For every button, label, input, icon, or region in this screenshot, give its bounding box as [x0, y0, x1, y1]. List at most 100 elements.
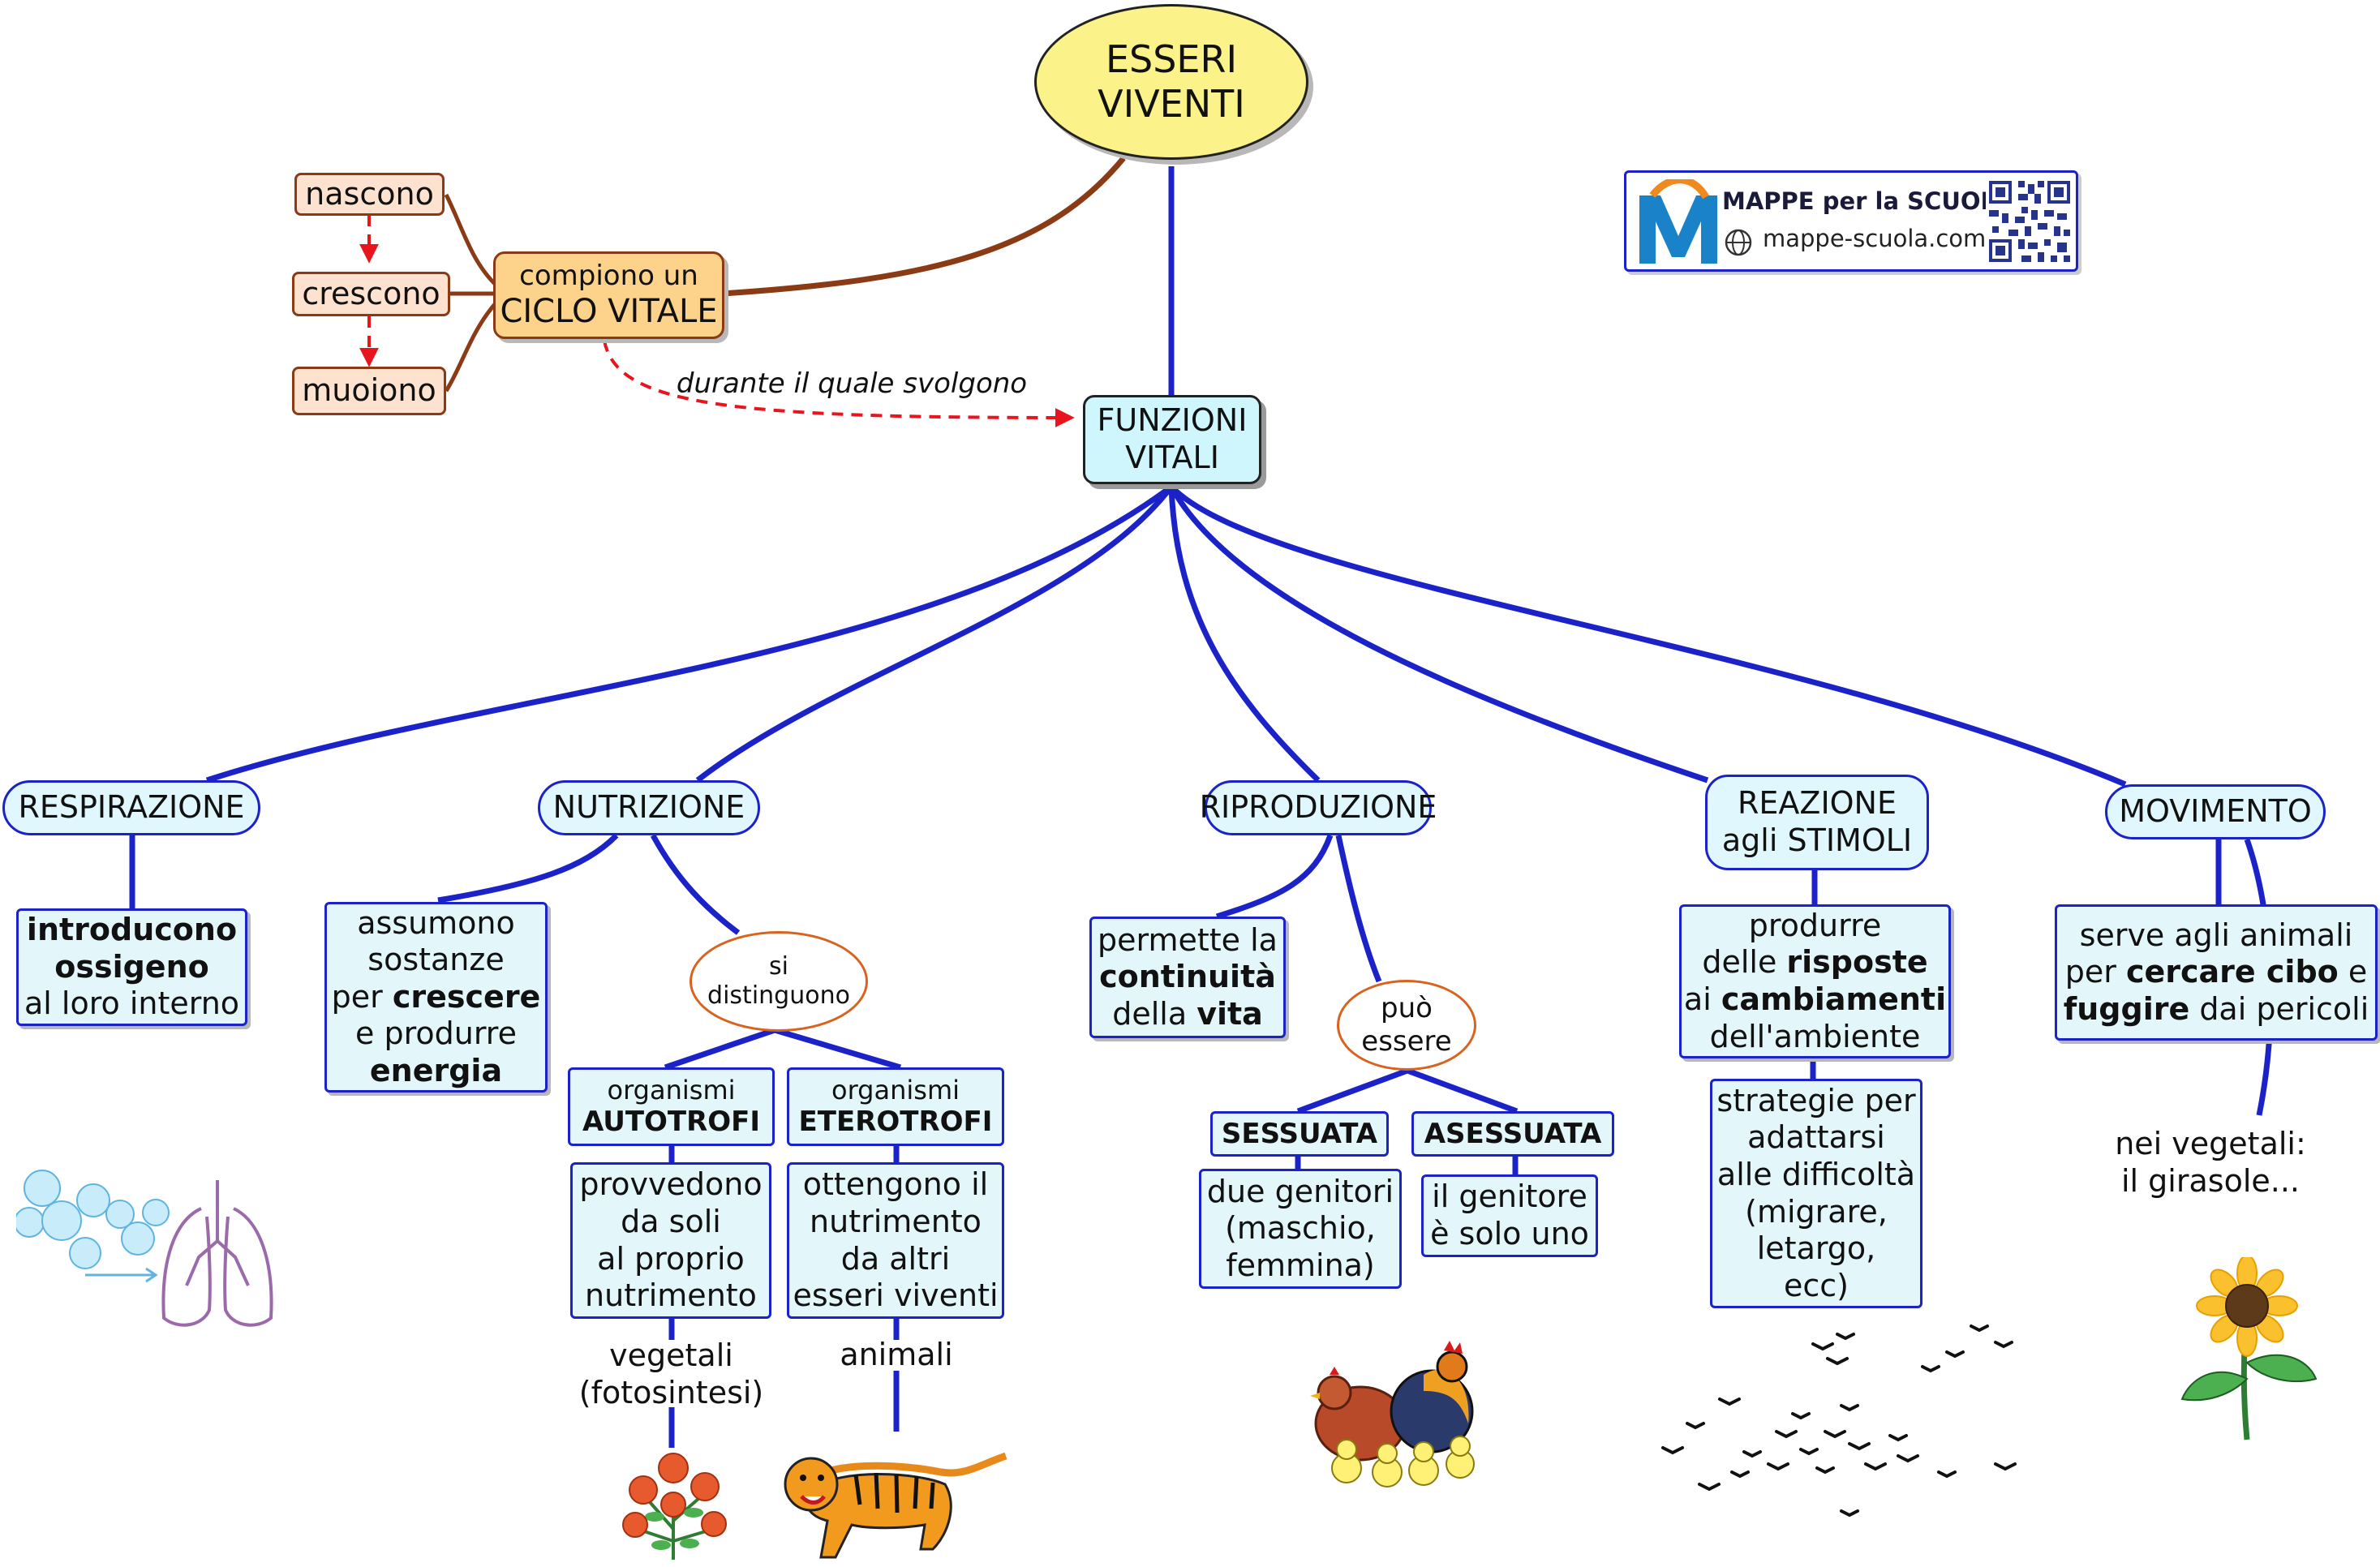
auto-desc-l3: al proprio [597, 1240, 745, 1277]
nutrizione-desc[interactable]: assumono sostanze per crescere e produrr… [324, 902, 548, 1093]
lungs-bubbles-illustration [16, 1170, 273, 1327]
asessuata-desc[interactable]: il genitore è solo uno [1421, 1174, 1598, 1257]
step-muoiono-label: muoiono [302, 372, 436, 409]
ripro-desc-l3: della vita [1112, 995, 1263, 1032]
riproduzione-node[interactable]: RIPRODUZIONE [1200, 780, 1437, 835]
reazione-node[interactable]: REAZIONE agli STIMOLI [1705, 775, 1929, 870]
funzioni-line1: FUNZIONI [1097, 402, 1248, 439]
step-muoiono[interactable]: muoiono [292, 367, 446, 415]
blue-links [129, 166, 2274, 1448]
movimento-desc[interactable]: serve agli animali per cercare cibo e fu… [2055, 904, 2378, 1041]
movimento-node[interactable]: MOVIMENTO [2105, 784, 2326, 839]
auto-example-l2: (fotosintesi) [578, 1375, 764, 1410]
reaz-desc-l2: delle risposte [1702, 944, 1928, 981]
eterotrofi-desc[interactable]: ottengono il nutrimento da altri esseri … [787, 1162, 1004, 1319]
roses-illustration [622, 1453, 727, 1560]
distinguono-l1: si [769, 952, 788, 981]
link-ripro-puo [1335, 835, 1382, 983]
resp-desc-l3: al loro interno [24, 985, 240, 1022]
step-nascono[interactable]: nascono [294, 173, 445, 216]
nutri-desc-l4: e produrre [355, 1015, 517, 1052]
mov-desc-l2: per cercare cibo e [2064, 954, 2368, 990]
sess-desc-l1: due genitori [1206, 1173, 1394, 1209]
auto-desc-l4: nutrimento [585, 1277, 757, 1314]
reazione-desc[interactable]: produrre delle risposte ai cambiamenti d… [1679, 904, 1951, 1058]
logo-title: MAPPE per la SCUOLA [1722, 187, 2014, 215]
strategie-l6: ecc) [1784, 1267, 1849, 1303]
mov-desc-l3: fuggire dai pericoli [2063, 990, 2369, 1027]
reaz-desc-l4: dell'ambiente [1709, 1018, 1921, 1054]
link-nutri-distinguono [650, 834, 741, 935]
root-line1: ESSERI [1105, 36, 1238, 81]
strategie-node[interactable]: strategie per adattarsi alle difficoltà … [1710, 1079, 1922, 1308]
ciclo-link-label-text: durante il quale svolgono [676, 367, 1028, 400]
strategie-l4: (migrare, [1745, 1193, 1888, 1230]
ripro-desc-l1: permette la [1098, 921, 1278, 958]
nutri-desc-l5: energia [369, 1052, 503, 1088]
si-distinguono-node[interactable]: si distinguono [690, 931, 868, 1032]
link-puo-sessuata [1296, 1067, 1409, 1114]
etero-desc-l4: esseri viventi [793, 1277, 999, 1314]
etero-example-label: animali [840, 1337, 953, 1373]
strategie-l5: letargo, [1756, 1230, 1876, 1267]
link-funzioni-nutrizione [695, 484, 1174, 783]
etero-desc-l1: ottengono il [802, 1166, 989, 1203]
reaz-desc-l1: produrre [1748, 907, 1882, 943]
ciclo-link-label: durante il quale svolgono [673, 363, 1030, 404]
asess-desc-l1: il genitore [1432, 1178, 1587, 1215]
hens-chicks-illustration [1310, 1341, 1475, 1488]
riproduzione-desc[interactable]: permette la continuità della vita [1089, 917, 1286, 1038]
puo-essere-node[interactable]: può essere [1337, 980, 1476, 1071]
nutri-desc-l1: assumono [357, 904, 515, 941]
funzioni-vitali-node[interactable]: FUNZIONI VITALI [1083, 395, 1261, 484]
step-nascono-label: nascono [305, 175, 434, 212]
root-node[interactable]: ESSERI VIVENTI [1034, 4, 1308, 160]
respirazione-node[interactable]: RESPIRAZIONE [2, 780, 260, 835]
sessuata-node[interactable]: SESSUATA [1210, 1111, 1389, 1157]
step-crescono[interactable]: crescono [292, 272, 450, 316]
mov-desc-l1: serve agli animali [2079, 917, 2353, 953]
brown-links [721, 156, 1126, 297]
arrow-ciclo-funzioni [603, 340, 1075, 427]
logo-url[interactable]: mappe-scuola.com [1763, 225, 1987, 252]
strategie-l2: adattarsi [1747, 1119, 1885, 1156]
ciclo-vitale-node[interactable]: compiono un CICLO VITALE [493, 251, 724, 339]
ciclo-line2: CICLO VITALE [500, 293, 718, 331]
riproduzione-title: RIPRODUZIONE [1199, 789, 1437, 826]
nutrizione-title: NUTRIZIONE [552, 789, 745, 826]
auto-desc-l1: provvedono [579, 1166, 763, 1203]
autotrofi-node[interactable]: organismi AUTOTROFI [568, 1067, 775, 1146]
etero-desc-l2: nutrimento [810, 1203, 982, 1239]
respirazione-title: RESPIRAZIONE [18, 789, 245, 826]
nutrizione-node[interactable]: NUTRIZIONE [538, 780, 760, 835]
funzioni-line2: VITALI [1125, 440, 1219, 475]
brown-step-links [444, 193, 496, 393]
auto-desc-l2: da soli [621, 1203, 721, 1239]
link-ciclo-nascono [444, 193, 496, 285]
distinguono-l2: distinguono [707, 981, 850, 1010]
logo-box[interactable]: MAPPE per la SCUOLA mappe-scuola.com [1624, 170, 2078, 272]
autotrofi-desc[interactable]: provvedono da soli al proprio nutrimento [570, 1162, 771, 1319]
mov-veg-l1: nei vegetali: [2115, 1126, 2306, 1162]
eterotrofi-example: animali [803, 1337, 990, 1374]
link-dist-eterotrofi [774, 1027, 901, 1071]
etero-desc-l3: da altri [840, 1240, 951, 1277]
eterotrofi-node[interactable]: organismi ETEROTROFI [787, 1067, 1004, 1146]
link-funzioni-respirazione [205, 484, 1174, 784]
sessuata-desc[interactable]: due genitori (maschio, femmina) [1199, 1169, 1402, 1289]
eterotrofi-l2: ETEROTROFI [798, 1105, 993, 1139]
asess-desc-l2: è solo uno [1430, 1216, 1589, 1251]
respirazione-desc[interactable]: introducono ossigeno al loro interno [16, 908, 247, 1026]
resp-desc-l1: introducono [26, 912, 238, 948]
movimento-vegetali: nei vegetali: il girasole... [2109, 1123, 2312, 1203]
asessuata-title: ASESSUATA [1424, 1117, 1602, 1150]
puo-l1: può [1381, 992, 1433, 1025]
strategie-l1: strategie per [1716, 1082, 1916, 1118]
sess-desc-l2: (maschio, [1225, 1210, 1376, 1247]
globe-icon [1725, 229, 1752, 256]
ciclo-line1: compiono un [519, 259, 698, 292]
asessuata-node[interactable]: ASESSUATA [1411, 1111, 1614, 1157]
sess-desc-l3: femmina) [1226, 1247, 1375, 1283]
red-dashed-links [359, 215, 1075, 427]
reaz-desc-l3: ai cambiamenti [1683, 981, 1947, 1017]
